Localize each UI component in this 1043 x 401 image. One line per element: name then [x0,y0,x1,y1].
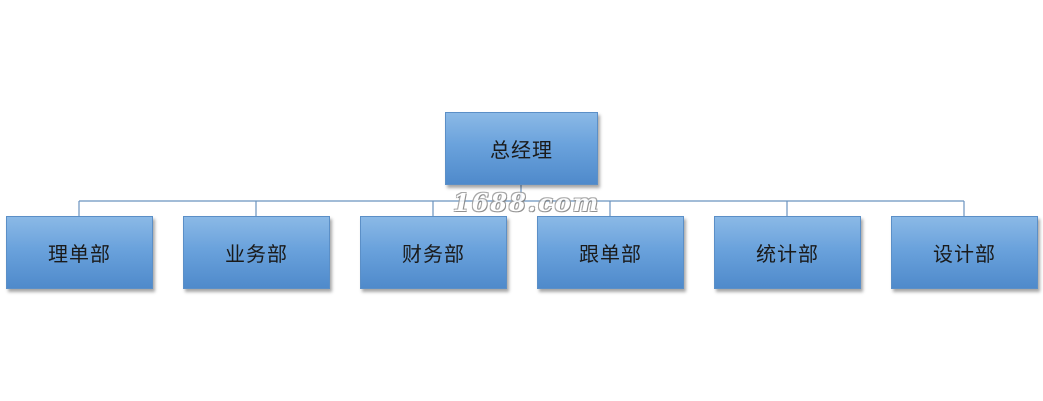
node-label: 设计部 [933,242,996,266]
node-general-manager: 总经理 [445,112,598,185]
node-label: 跟单部 [579,242,642,266]
node-label: 财务部 [402,242,465,266]
node-design-department: 设计部 [891,216,1038,289]
node-label: 统计部 [756,242,819,266]
watermark: 1688.com [453,188,601,217]
node-statistics-department: 统计部 [714,216,861,289]
node-order-department: 理单部 [6,216,153,289]
node-label: 总经理 [490,138,553,162]
node-label: 理单部 [48,242,111,266]
node-business-department: 业务部 [183,216,330,289]
node-follow-up-department: 跟单部 [537,216,684,289]
node-finance-department: 财务部 [360,216,507,289]
node-label: 业务部 [225,242,288,266]
